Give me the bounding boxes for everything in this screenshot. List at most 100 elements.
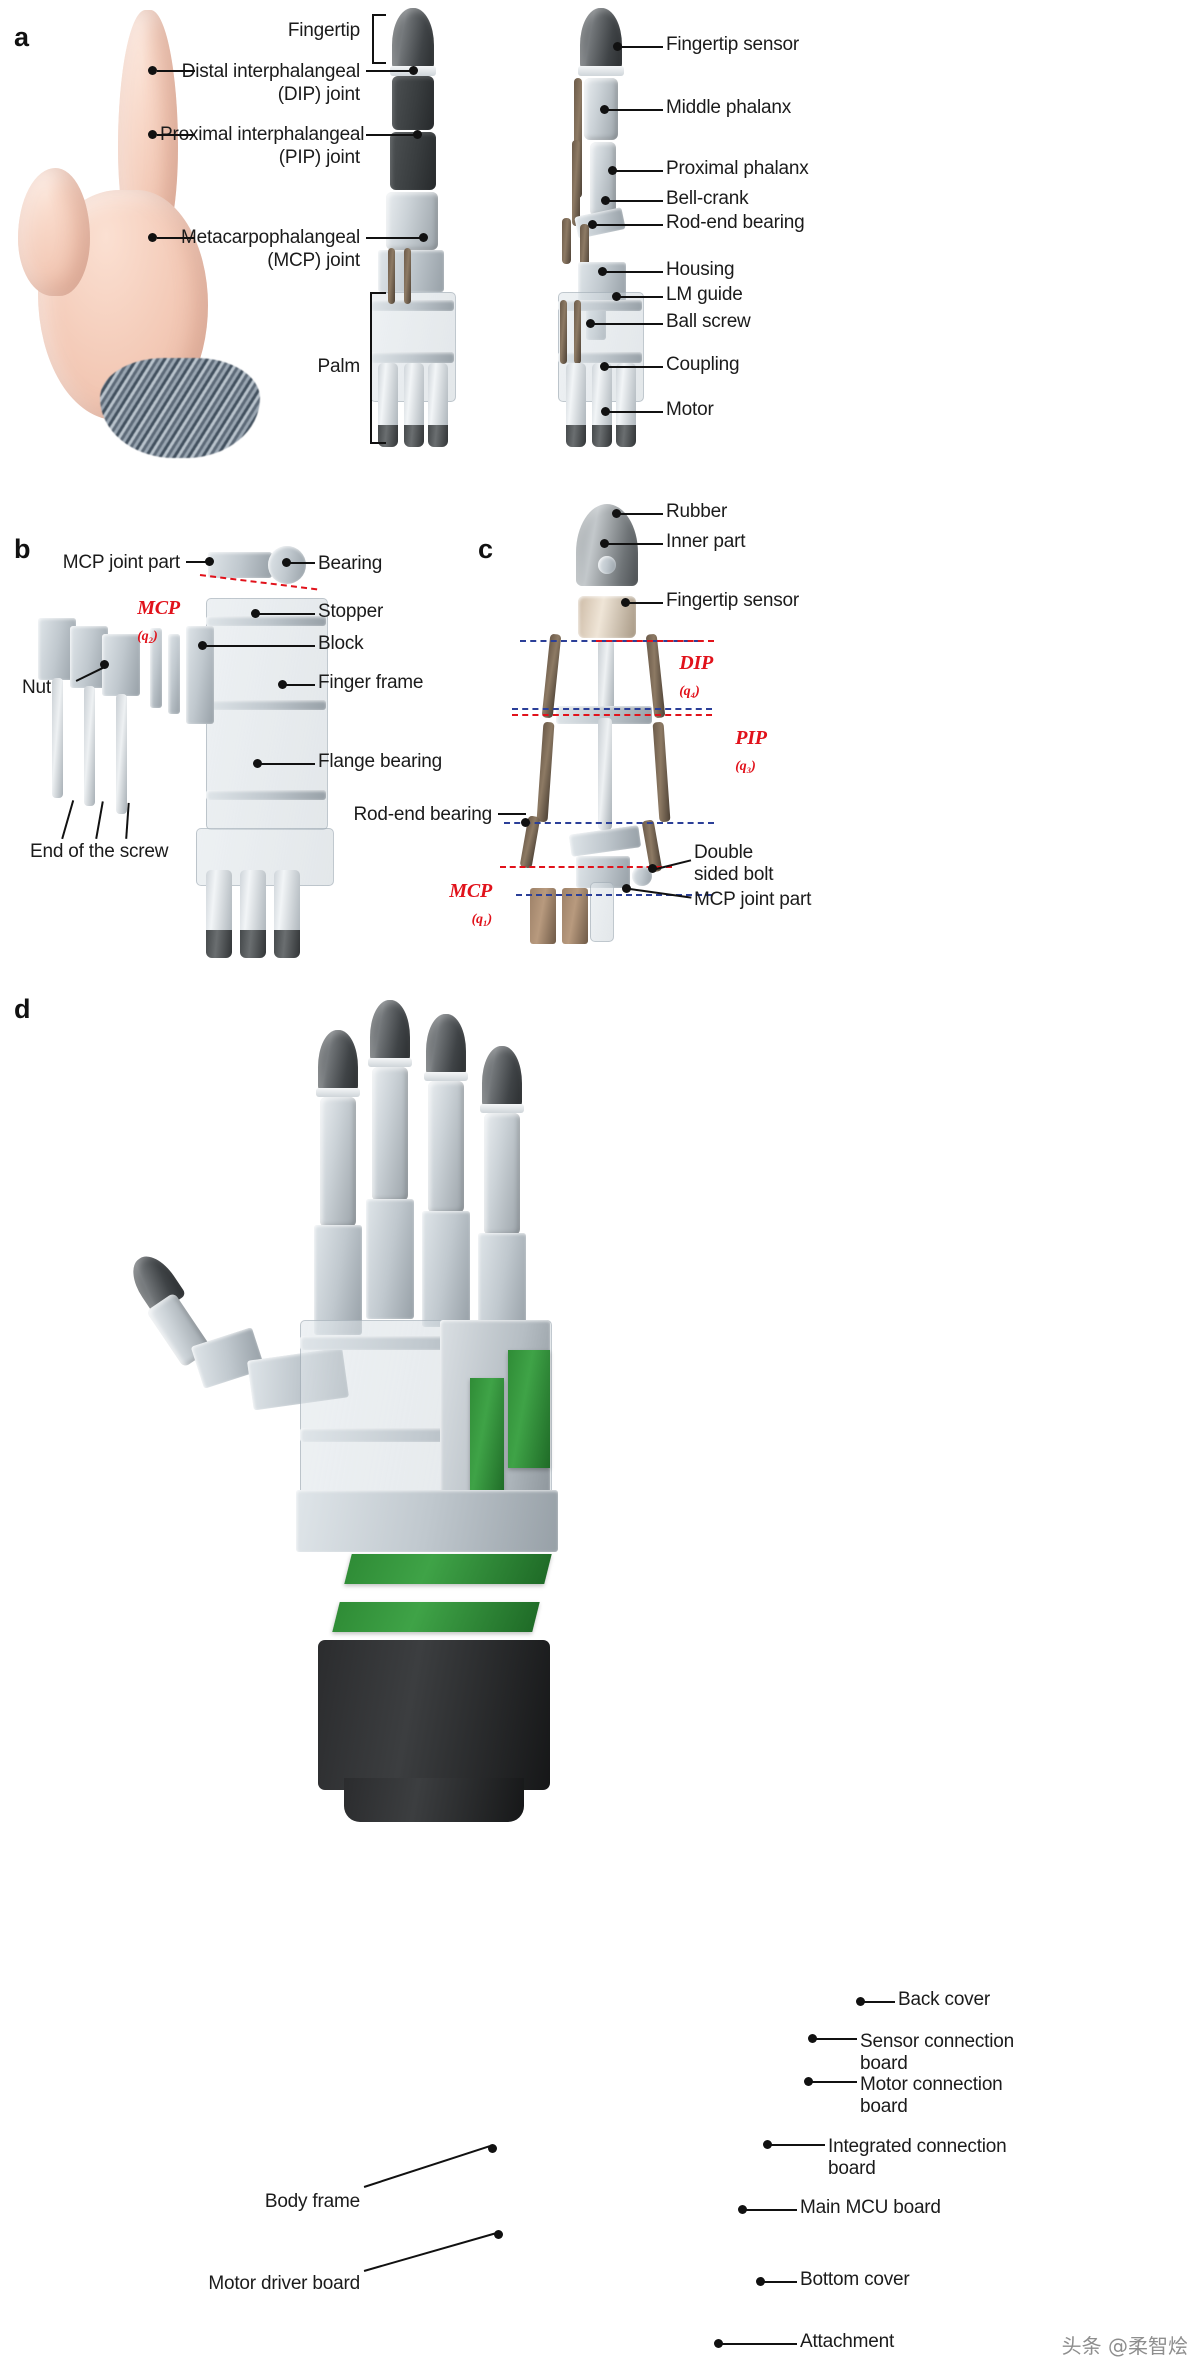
label-c-mcp-joint-part: MCP joint part	[694, 889, 812, 910]
label-b-finger-frame: Finger frame	[318, 672, 424, 693]
b-flange-bearing-dot	[253, 759, 262, 768]
c-mcp-joint-part-l	[530, 888, 556, 944]
d-attachment	[344, 1778, 524, 1822]
c-rod-end-bearing-leader	[498, 813, 526, 815]
c-bell-crank-c	[568, 825, 642, 857]
label-c-mcp-q1: MCP (q₁)	[388, 857, 492, 954]
pip-dot-hand	[148, 130, 157, 139]
d-back-cover-leader	[864, 2001, 895, 2003]
dip-dot-hand	[148, 66, 157, 75]
b-mcp-joint-part	[208, 552, 272, 578]
d-main-mcu-leader	[746, 2209, 797, 2211]
label-dip-line1: Distal interphalangeal	[181, 61, 361, 82]
d-motor-driver-leader	[363, 2230, 501, 2272]
proximal-phalanx-leader	[616, 170, 663, 172]
d-finger4-links	[484, 1113, 520, 1235]
mcp-dot-robot	[419, 233, 428, 242]
mcp-leader-right	[366, 237, 424, 239]
label-mcp-line1: Metacarpophalangeal	[181, 227, 360, 248]
b-motor-cap-3	[274, 930, 300, 958]
b-nut-dot	[100, 660, 109, 669]
b-mcp-sub: (q₂)	[137, 629, 158, 644]
c-mcp-red-axis	[500, 866, 672, 868]
c-pip-red-axis	[512, 714, 712, 716]
label-motor: Motor	[666, 399, 714, 420]
d-attachment-leader	[722, 2343, 797, 2345]
lm-guide-leader	[620, 296, 663, 298]
b-screw-2	[84, 686, 95, 806]
middle-phalanx-leader	[608, 109, 663, 111]
c-mcp-plate	[590, 882, 614, 942]
motor-dot	[601, 407, 610, 416]
finger1-middle-phalanx	[390, 132, 436, 190]
label-d-back-cover: Back cover	[898, 1989, 990, 2010]
finger1-distal-phalanx	[392, 76, 434, 130]
finger1-motor-cap-2	[404, 425, 424, 447]
d-body-frame-dot	[488, 2144, 497, 2153]
d-body-frame	[296, 1490, 558, 1552]
b-stopper-leader	[259, 613, 315, 615]
label-d-main-mcu-board: Main MCU board	[800, 2197, 941, 2218]
d-motor-connection-leader	[812, 2081, 857, 2083]
c-mcp-blue-axis-lower	[516, 894, 712, 896]
b-frame-rib-2	[206, 700, 326, 710]
c-fingertip-sensor-dot	[621, 598, 630, 607]
finger1-motor-3	[428, 363, 448, 445]
finger1-rod-2	[404, 248, 411, 304]
d-finger4-tip	[482, 1046, 522, 1108]
c-mcp-sub: (q₁)	[471, 912, 493, 927]
d-motor-driver-dot	[494, 2230, 503, 2239]
b-screw-1	[52, 678, 63, 798]
b-finger-frame-leader	[286, 684, 315, 686]
d-finger3-housing	[422, 1211, 470, 1327]
sleeve-cuff	[100, 358, 260, 458]
c-double-sided-bolt-dot	[648, 864, 657, 873]
c-dip-text: DIP	[679, 652, 714, 674]
c-dip-red-axis	[596, 640, 714, 642]
mcp-leader-left	[157, 237, 195, 239]
label-d-motor-connection-2: board	[860, 2096, 908, 2117]
label-b-block: Block	[318, 633, 364, 654]
d-main-mcu-dot	[738, 2205, 747, 2214]
label-d-integrated-connection-1: Integrated connection	[828, 2136, 1007, 2157]
bell-crank-dot	[601, 196, 610, 205]
label-d-motor-connection-1: Motor connection	[860, 2074, 1003, 2095]
b-screw-leader-1	[61, 800, 74, 840]
panel-letter-c: c	[478, 534, 494, 564]
label-c-fingertip-sensor: Fingertip sensor	[666, 590, 800, 611]
finger1-palm-rib-top	[370, 300, 454, 311]
b-finger-frame-dot	[278, 680, 287, 689]
b-plate-1	[150, 628, 162, 708]
proximal-phalanx-dot	[608, 166, 617, 175]
label-proximal-phalanx: Proximal phalanx	[666, 158, 809, 179]
finger2-motor-1	[566, 363, 586, 445]
ball-screw-dot	[586, 319, 595, 328]
c-rubber-dot	[612, 509, 621, 518]
d-integrated-connection-dot	[763, 2140, 772, 2149]
label-b-end-of-the-screw: End of the screw	[30, 841, 169, 862]
finger2-palm-rib-bottom	[558, 352, 642, 363]
label-c-double-sided-bolt-2: sided bolt	[694, 864, 774, 885]
label-palm: Palm	[317, 356, 361, 377]
fingertip-bracket	[372, 14, 386, 64]
panel-letter-d: d	[14, 994, 31, 1024]
c-mcp-joint-part-dot	[622, 884, 631, 893]
lm-guide-dot	[612, 292, 621, 301]
label-b-stopper: Stopper	[318, 601, 384, 622]
label-d-body-frame: Body frame	[264, 2191, 360, 2212]
label-c-inner-part: Inner part	[666, 531, 746, 552]
c-rubber-leader	[620, 513, 663, 515]
d-motor-driver-board	[332, 1602, 540, 1632]
coupling-leader	[608, 366, 663, 368]
b-motor-cap-2	[240, 930, 266, 958]
c-mcp-text: MCP	[449, 880, 492, 902]
palm-bracket	[370, 292, 386, 444]
label-b-nut: Nut	[22, 677, 51, 698]
b-block-leader	[206, 645, 315, 647]
label-b-mcp-joint-part: MCP joint part	[62, 552, 180, 573]
d-motor-connection-board	[470, 1378, 504, 1498]
dip-leader-right	[366, 70, 414, 72]
d-finger3-links	[428, 1081, 464, 1213]
finger2-motor-3	[616, 363, 636, 445]
d-sensor-connection-dot	[808, 2034, 817, 2043]
